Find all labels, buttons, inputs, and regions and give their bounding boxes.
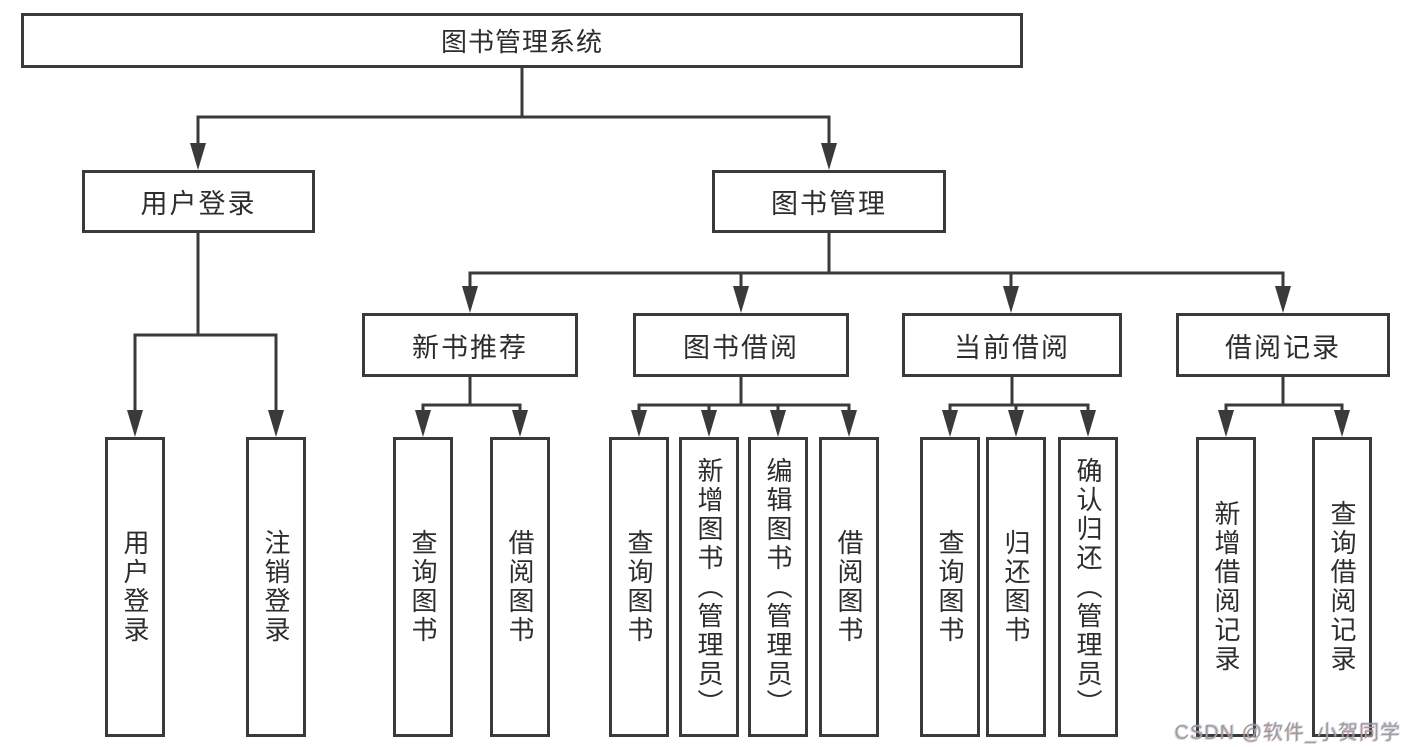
leaf-logout: 注销登录 bbox=[246, 437, 306, 737]
leaf-query-books-recommend: 查询图书 bbox=[393, 437, 453, 737]
arrowhead bbox=[512, 410, 528, 437]
leaf-label: 注销登录 bbox=[261, 529, 291, 645]
leaf-confirm-return-admin: 确认归还（管理员） bbox=[1058, 437, 1118, 737]
connector-userlogin-branch bbox=[133, 333, 278, 412]
node-current-borrowing: 当前借阅 bbox=[902, 313, 1122, 377]
node-library-management-system: 图书管理系统 bbox=[21, 13, 1023, 68]
connector-records-branch bbox=[1224, 403, 1344, 412]
leaf-borrow-books-recommend: 借阅图书 bbox=[490, 437, 550, 737]
arrowhead bbox=[841, 410, 857, 437]
leaf-edit-books-admin: 编辑图书（管理员） bbox=[748, 437, 808, 737]
arrowhead bbox=[1334, 410, 1350, 437]
connector-current-branch bbox=[948, 403, 1090, 412]
leaf-label: 归还图书 bbox=[1001, 529, 1031, 645]
leaf-label: 查询图书 bbox=[624, 529, 654, 645]
leaf-add-borrow-record: 新增借阅记录 bbox=[1196, 437, 1256, 737]
arrowhead bbox=[701, 410, 717, 437]
arrowhead bbox=[1275, 286, 1291, 313]
arrowhead bbox=[733, 286, 749, 313]
arrowhead bbox=[462, 286, 478, 313]
arrowhead bbox=[1218, 410, 1234, 437]
arrowhead bbox=[631, 410, 647, 437]
leaf-label: 查询图书 bbox=[935, 529, 965, 645]
node-borrowing-records: 借阅记录 bbox=[1176, 313, 1390, 377]
arrowhead bbox=[1008, 410, 1024, 437]
leaf-label: 借阅图书 bbox=[834, 529, 864, 645]
connector-bookmgmt-branch bbox=[468, 271, 1285, 289]
leaf-label: 用户登录 bbox=[120, 529, 150, 645]
node-book-management: 图书管理 bbox=[712, 170, 946, 233]
connector-recommend-branch bbox=[421, 403, 522, 412]
csdn-watermark: CSDN @软件_小贺同学 bbox=[1174, 722, 1401, 744]
connector-borrow-branch bbox=[637, 403, 851, 412]
arrowhead bbox=[1003, 286, 1019, 313]
arrowhead bbox=[770, 410, 786, 437]
connector-root-branch bbox=[196, 115, 831, 146]
leaf-label: 查询图书 bbox=[408, 529, 438, 645]
leaf-user-login: 用户登录 bbox=[105, 437, 165, 737]
leaf-return-books: 归还图书 bbox=[986, 437, 1046, 737]
arrowhead bbox=[127, 410, 143, 437]
leaf-query-books-borrow: 查询图书 bbox=[609, 437, 669, 737]
arrowhead bbox=[1080, 410, 1096, 437]
node-new-book-recommendation: 新书推荐 bbox=[362, 313, 578, 377]
leaf-query-borrow-record: 查询借阅记录 bbox=[1312, 437, 1372, 737]
arrowhead bbox=[190, 143, 206, 170]
leaf-label: 新增借阅记录 bbox=[1211, 500, 1241, 674]
leaf-query-books-current: 查询图书 bbox=[920, 437, 980, 737]
leaf-borrow-books: 借阅图书 bbox=[819, 437, 879, 737]
node-book-borrowing: 图书借阅 bbox=[633, 313, 849, 377]
leaf-label: 查询借阅记录 bbox=[1327, 500, 1357, 674]
leaf-label: 编辑图书（管理员） bbox=[763, 456, 793, 718]
arrowhead bbox=[942, 410, 958, 437]
arrowhead bbox=[821, 143, 837, 170]
arrowhead bbox=[415, 410, 431, 437]
leaf-label: 借阅图书 bbox=[505, 529, 535, 645]
arrowhead bbox=[268, 410, 284, 437]
leaf-label: 新增图书（管理员） bbox=[694, 456, 724, 718]
leaf-add-books-admin: 新增图书（管理员） bbox=[679, 437, 739, 737]
leaf-label: 确认归还（管理员） bbox=[1073, 456, 1103, 718]
node-user-login: 用户登录 bbox=[82, 170, 315, 233]
